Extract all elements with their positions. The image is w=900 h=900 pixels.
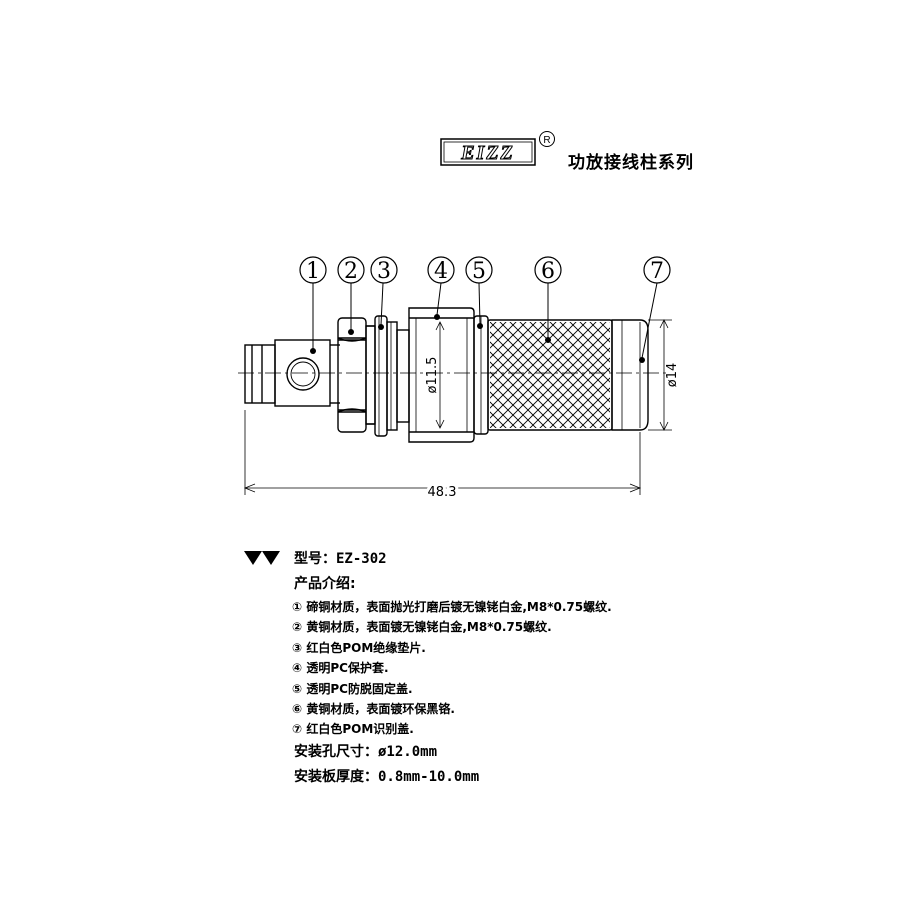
callouts: 1 2 3 4 5 6 7 — [299, 256, 671, 284]
feature-item-4: ④ 透明PC保护套. — [292, 661, 389, 675]
callout-5: 5 — [465, 256, 493, 284]
double-triangle-icon — [244, 551, 280, 565]
part-5-cap — [473, 315, 489, 435]
hole-size-value: ø12.0mm — [378, 744, 438, 760]
feature-item-5: ⑤ 透明PC防脱固定盖. — [292, 682, 413, 696]
callout-1: 1 — [299, 256, 327, 284]
dim-length: 48.3 — [428, 485, 457, 500]
callout-5-label: 5 — [472, 259, 486, 284]
part-3-washer — [374, 315, 398, 437]
knurl-pattern — [490, 322, 610, 428]
feature-item-7: ⑦ 红白色POM识别盖. — [292, 722, 414, 736]
callout-7: 7 — [643, 256, 671, 284]
eizz-logo: EIZZ — [440, 138, 536, 166]
registered-mark-text: R — [543, 135, 550, 146]
hole-size-row: 安装孔尺寸：ø12.0mm — [294, 741, 437, 761]
header: EIZZ R 功放接线柱系列 — [440, 128, 740, 178]
feature-item-2: ② 黄铜材质，表面镀无镍铑白金,M8*0.75螺纹. — [292, 620, 552, 634]
part-2-nut — [337, 317, 376, 433]
part-7-id-cap — [611, 319, 649, 431]
model-label: 型号： — [294, 551, 336, 567]
callout-6: 6 — [534, 256, 562, 284]
model-row: 型号：EZ-302 — [294, 548, 387, 568]
dim-inner-diameter: ø11.5 — [425, 357, 440, 394]
feature-item-3: ③ 红白色POM绝缘垫片. — [292, 641, 426, 655]
dim-outer-diameter: ø14 — [665, 363, 680, 388]
feature-item-1: ① 碲铜材质，表面抛光打磨后镀无镍铑白金,M8*0.75螺纹. — [292, 600, 612, 614]
callout-4: 4 — [427, 256, 455, 284]
callout-7-label: 7 — [650, 259, 664, 284]
panel-thickness-label: 安装板厚度： — [294, 769, 378, 785]
callout-3-label: 3 — [377, 259, 391, 284]
model-value: EZ-302 — [336, 551, 387, 567]
callout-4-label: 4 — [434, 259, 448, 284]
hole-size-label: 安装孔尺寸： — [294, 744, 378, 760]
callout-1-label: 1 — [306, 259, 320, 284]
feature-item-6: ⑥ 黄铜材质，表面镀环保黑铬. — [292, 702, 455, 716]
panel-thickness-row: 安装板厚度：0.8mm-10.0mm — [294, 766, 479, 786]
registered-mark-icon: R — [539, 131, 555, 147]
logo-text: EIZZ — [460, 142, 515, 164]
panel-thickness-value: 0.8mm-10.0mm — [378, 769, 480, 785]
callout-3: 3 — [370, 256, 398, 284]
part-4-sleeve — [408, 307, 475, 443]
callout-2-label: 2 — [344, 259, 358, 284]
series-title: 功放接线柱系列 — [568, 153, 694, 173]
callout-2: 2 — [337, 256, 365, 284]
intro-label: 产品介绍: — [294, 576, 356, 592]
part-1-tip — [244, 339, 340, 407]
callout-6-label: 6 — [541, 259, 555, 284]
